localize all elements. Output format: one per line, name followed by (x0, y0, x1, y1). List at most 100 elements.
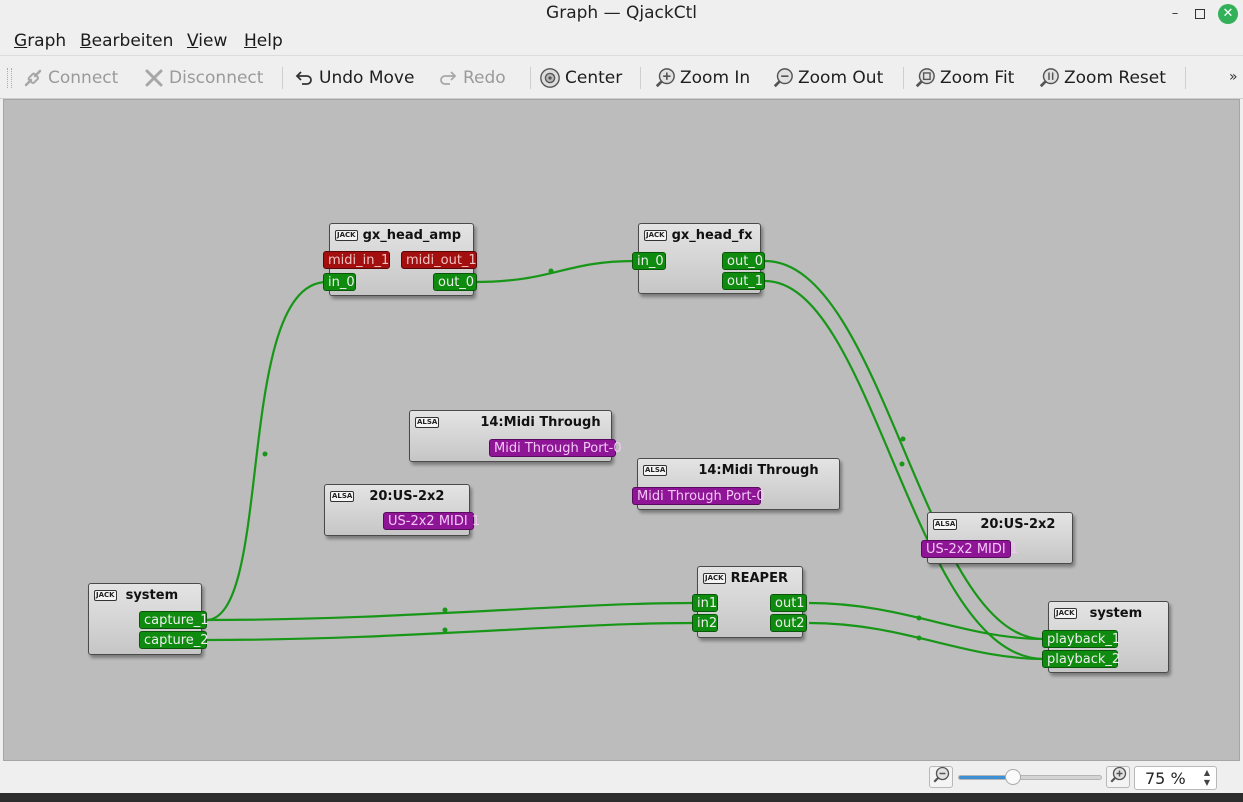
toolbar-grip[interactable] (7, 68, 12, 88)
zoom-in-button[interactable]: Zoom In (654, 65, 750, 91)
toolbar-separator (282, 67, 283, 89)
toolbar-separator (1185, 67, 1186, 89)
port-in-0[interactable]: in_0 (632, 252, 666, 270)
port-out1[interactable]: out1 (770, 594, 807, 612)
connection-wire[interactable] (205, 621, 694, 642)
status-zoom-in-button[interactable] (1106, 766, 1130, 788)
node-title: REAPER (730, 571, 788, 586)
node-title: 14:Midi Through (698, 463, 819, 478)
port-capture-2[interactable]: capture_2 (139, 631, 209, 649)
jack-badge-icon: JACK (335, 230, 358, 241)
spin-up-icon[interactable]: ▲ (1203, 768, 1211, 777)
port-midi-out-1[interactable]: midi_out_1 (401, 251, 477, 269)
connection-wire[interactable] (473, 259, 636, 284)
zoom-fit-icon (914, 67, 936, 89)
node-title: 20:US-2x2 (369, 489, 445, 504)
desktop-strip (0, 793, 1243, 802)
zoom-reset-button[interactable]: Zoom Reset (1038, 65, 1166, 91)
undo-move-button[interactable]: Undo Move (293, 65, 414, 91)
menu-bar: Graph Bearbeiten View Help (0, 28, 1243, 54)
port-in2[interactable]: in2 (692, 614, 718, 632)
port-out-1[interactable]: out_1 (722, 272, 765, 290)
port-out2[interactable]: out2 (770, 614, 807, 632)
center-button[interactable]: Center (539, 65, 622, 91)
zoom-reset-icon (1038, 67, 1060, 89)
redo-button[interactable]: Redo (437, 65, 506, 91)
connection-wire[interactable] (205, 280, 328, 622)
zoom-slider[interactable] (958, 775, 1102, 780)
menu-view[interactable]: View (187, 31, 228, 51)
node-title: gx_head_amp (362, 228, 462, 243)
wire-arrow-marker (442, 607, 448, 613)
node-title: system (125, 588, 179, 603)
disconnect-icon (143, 67, 165, 89)
connect-button[interactable]: Connect (22, 65, 118, 91)
node-header: ALSA 14:Midi Through (415, 415, 605, 430)
close-icon: ✕ (1222, 6, 1234, 21)
jack-badge-icon: JACK (703, 573, 726, 584)
spin-down-icon[interactable]: ▼ (1203, 778, 1211, 787)
zoom-spinbox[interactable]: 75 % ▲ ▼ (1134, 766, 1217, 790)
window-title: Graph — QjackCtl (546, 3, 697, 23)
status-zoom-out-button[interactable] (929, 766, 953, 788)
wire-arrow-marker (262, 451, 268, 457)
wire-arrow-marker (916, 615, 922, 621)
node-header: ALSA 14:Midi Through (643, 463, 833, 478)
port-midi-through-port-0[interactable]: Midi Through Port-0 (489, 439, 622, 457)
port-playback-2[interactable]: playback_2 (1042, 650, 1120, 668)
menu-graph[interactable]: Graph (14, 31, 67, 51)
disconnect-button[interactable]: Disconnect (143, 65, 263, 91)
port-us-2x2-midi-1[interactable]: US-2x2 MIDI 1 (383, 512, 480, 530)
port-in-0[interactable]: in_0 (323, 273, 356, 291)
connect-icon (22, 67, 44, 89)
zoom-in-icon (1109, 766, 1127, 788)
port-capture-1[interactable]: capture_1 (139, 611, 209, 629)
connection-wire[interactable] (764, 279, 1045, 661)
port-out-0[interactable]: out_0 (722, 252, 765, 270)
toolbar-overflow-button[interactable]: » (1229, 69, 1238, 85)
toolbar-separator (640, 67, 641, 89)
wire-arrow-marker (916, 635, 922, 641)
port-in1[interactable]: in1 (692, 594, 718, 612)
alsa-badge-icon: ALSA (415, 417, 440, 428)
alsa-badge-icon: ALSA (330, 491, 355, 502)
port-midi-in-1[interactable]: midi_in_1 (323, 251, 390, 269)
maximize-button[interactable] (1190, 4, 1210, 24)
connection-layer (205, 259, 1045, 661)
close-button[interactable]: ✕ (1218, 4, 1238, 24)
node-header: ALSA 20:US-2x2 (330, 489, 444, 504)
port-midi-through-port-0[interactable]: Midi Through Port-0 (632, 487, 765, 505)
zoom-slider-fill (959, 776, 1014, 779)
connection-wire[interactable] (808, 621, 1045, 661)
node-title: 14:Midi Through (480, 415, 601, 430)
maximize-icon (1195, 8, 1205, 19)
wire-arrow-marker (899, 461, 905, 467)
node-header: JACK REAPER (703, 571, 788, 586)
node-title: system (1089, 606, 1143, 621)
wire-arrow-marker (900, 436, 906, 442)
zoom-slider-handle[interactable] (1004, 769, 1021, 785)
jack-badge-icon: JACK (94, 590, 117, 601)
connection-wire[interactable] (808, 601, 1045, 641)
toolbar-separator (530, 67, 531, 89)
port-us-2x2-midi-1[interactable]: US-2x2 MIDI 1 (921, 540, 1018, 558)
zoom-out-icon (932, 766, 950, 788)
zoom-value: 75 % (1145, 769, 1186, 788)
jack-badge-icon: JACK (644, 230, 667, 241)
zoom-out-button[interactable]: Zoom Out (772, 65, 883, 91)
menu-help[interactable]: Help (244, 31, 283, 51)
connection-wire[interactable] (764, 259, 1045, 641)
center-icon (539, 67, 561, 89)
menu-bearbeiten[interactable]: Bearbeiten (80, 31, 174, 51)
zoom-fit-button[interactable]: Zoom Fit (914, 65, 1014, 91)
graph-canvas[interactable]: JACK gx_head_amp midi_in_1 midi_out_1 in_… (3, 99, 1240, 761)
port-playback-1[interactable]: playback_1 (1042, 630, 1120, 648)
toolbar: Connect Disconnect Undo Move Redo Center… (0, 55, 1243, 99)
port-out-0[interactable]: out_0 (433, 273, 477, 291)
minimize-button[interactable]: – (1171, 6, 1179, 21)
connection-wire[interactable] (205, 601, 694, 622)
alsa-badge-icon: ALSA (643, 465, 668, 476)
